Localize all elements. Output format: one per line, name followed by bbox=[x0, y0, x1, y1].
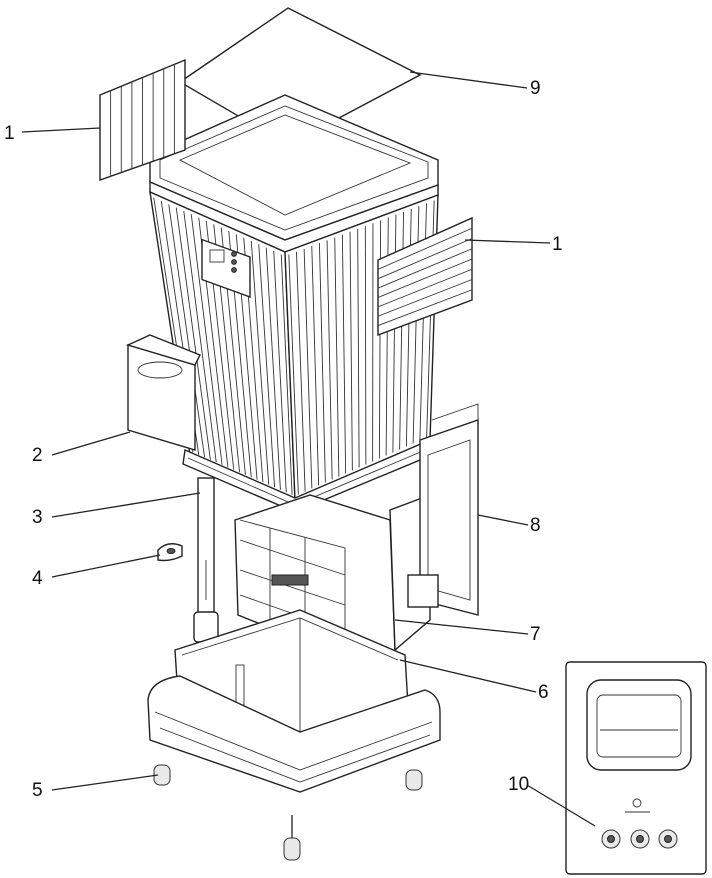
top-cap bbox=[149, 94, 439, 253]
callout-top-panel: 9 bbox=[530, 78, 541, 99]
control-panel bbox=[565, 661, 707, 875]
callout-louver-left: 1 bbox=[4, 123, 15, 144]
louver-right bbox=[377, 216, 473, 337]
rear-filter bbox=[407, 403, 479, 616]
clip bbox=[157, 543, 183, 562]
callout-side-tank: 2 bbox=[32, 445, 43, 466]
callout-caster: 5 bbox=[32, 780, 43, 801]
leader-lines bbox=[21, 71, 596, 827]
callout-base-tank: 6 bbox=[538, 682, 549, 703]
callout-rear-filter: 8 bbox=[530, 515, 541, 536]
pump-pipe bbox=[193, 477, 219, 643]
callout-control-panel: 10 bbox=[508, 774, 529, 795]
callout-clip: 4 bbox=[32, 568, 43, 589]
side-tank bbox=[126, 334, 201, 451]
louver-left bbox=[99, 58, 186, 181]
callout-louver-right: 1 bbox=[552, 234, 563, 255]
caster bbox=[153, 764, 423, 861]
callout-cooling-pad: 7 bbox=[530, 624, 541, 645]
callout-pump-pipe: 3 bbox=[32, 507, 43, 528]
callout-labels: 1 1 2 3 4 5 6 7 8 9 10 bbox=[4, 78, 563, 801]
base-tray bbox=[147, 675, 441, 793]
